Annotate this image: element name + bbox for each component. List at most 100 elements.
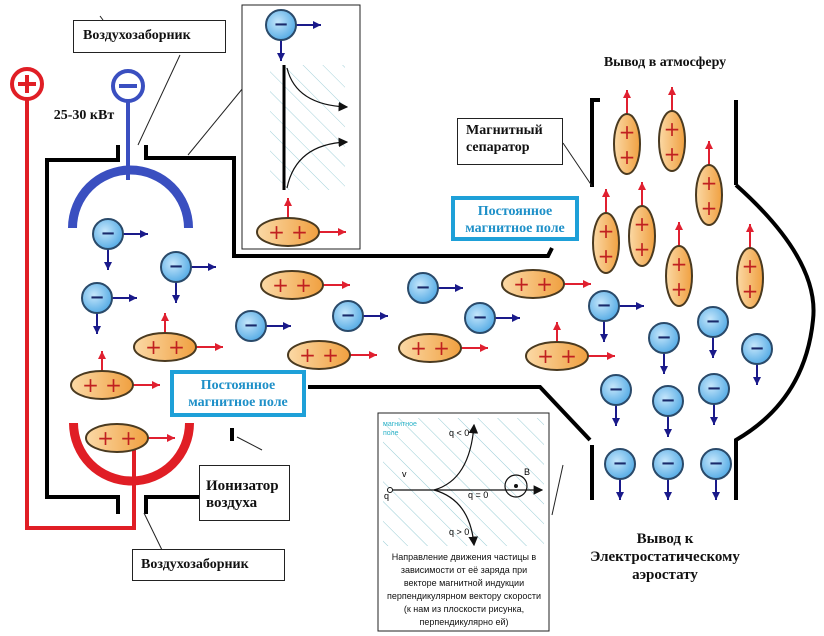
negative-terminal xyxy=(111,69,145,103)
power-label: 25-30 кВт xyxy=(53,108,115,123)
negative-ion: − xyxy=(160,251,216,303)
negative-ion: − xyxy=(652,385,684,437)
positive-wire xyxy=(25,97,136,530)
particles-layer: −−−+ ++ ++ +−+ +−+ +−+ +−+ +−+ ++ ++++++… xyxy=(70,9,773,500)
caption-line4: перпендикулярном вектору скорости xyxy=(386,591,541,601)
negative-sign: − xyxy=(89,287,104,308)
negative-sign: − xyxy=(660,453,675,474)
outlet-atmosphere-label: Вывод в атмосферу xyxy=(603,55,727,70)
inset-q-zero-label: q = 0 xyxy=(468,490,489,500)
negative-sign: − xyxy=(706,378,721,399)
negative-ion: − xyxy=(265,9,321,61)
magnetic-separator-label: Магнитный сепаратор xyxy=(457,118,563,165)
positive-sign: + xyxy=(742,279,759,303)
negative-ion: − xyxy=(652,448,684,500)
inset-left xyxy=(241,4,361,250)
negative-ion: − xyxy=(604,448,636,500)
positive-sign: + + xyxy=(272,273,312,297)
air-intake-top-label: Воздухозаборник xyxy=(73,20,226,53)
negative-ion: − xyxy=(464,302,520,334)
negative-sign: − xyxy=(243,315,258,336)
negative-sign: − xyxy=(340,305,355,326)
caption-line2: зависимости от её заряда при xyxy=(400,565,528,575)
positive-sign: + + xyxy=(97,426,137,450)
positive-sign: + xyxy=(701,196,718,220)
ionizer-line1: Ионизатор xyxy=(206,478,279,494)
ionizer-label: Ионизатор воздуха xyxy=(199,465,290,521)
inset-q-label: q xyxy=(384,491,390,501)
negative-sign: − xyxy=(660,390,675,411)
negative-ion: − xyxy=(235,310,291,342)
negative-ion: − xyxy=(700,448,732,500)
magnetic-separator-line2: сепаратор xyxy=(466,140,530,155)
outlet-balloon-line3: аэростату xyxy=(632,567,698,583)
leader-lines xyxy=(99,15,593,551)
negative-sign: − xyxy=(608,379,623,400)
negative-ion: − xyxy=(741,333,773,385)
positive-sign: + xyxy=(598,244,615,268)
caption-line3: векторе магнитной индукции xyxy=(403,578,525,588)
magnetic-field-top-label: Постоянное магнитное поле xyxy=(451,196,579,241)
inset-right xyxy=(377,412,550,632)
chamber-walls xyxy=(45,98,816,514)
negative-sign: − xyxy=(705,311,720,332)
negative-sign: − xyxy=(472,307,487,328)
positive-sign: + xyxy=(671,252,688,276)
positive-sign: + + xyxy=(268,220,308,244)
inset-v-label: v xyxy=(402,469,407,479)
caption-line6: перпендикулярно ей) xyxy=(419,617,509,627)
inset-corner-line1: магнитное xyxy=(383,421,417,428)
inset-field-corner-text: магнитное поле xyxy=(383,420,417,438)
positive-sign: + + xyxy=(513,272,553,296)
negative-ion: − xyxy=(81,282,137,334)
positive-sign: + xyxy=(742,254,759,278)
positive-sign: + + xyxy=(410,336,450,360)
negative-ion: − xyxy=(588,290,644,342)
positive-ion-vertical: ++ xyxy=(665,222,693,307)
positive-ion: + + xyxy=(501,269,591,299)
positive-sign: + xyxy=(664,142,681,166)
positive-ion: + + xyxy=(85,423,175,453)
magnetic-field-top-line2: магнитное поле xyxy=(465,221,565,236)
positive-sign: + xyxy=(598,219,615,243)
negative-sign: − xyxy=(708,453,723,474)
positive-ion: + + xyxy=(133,313,223,362)
positive-terminal xyxy=(10,67,44,101)
negative-ion: − xyxy=(698,373,730,425)
inset-q-pos-label: q > 0 xyxy=(449,527,470,537)
positive-sign: + + xyxy=(537,344,577,368)
magnetic-field-bottom-label: Постоянное магнитное поле xyxy=(170,370,306,417)
positive-ion: + + xyxy=(260,270,350,300)
negative-sign: − xyxy=(596,295,611,316)
inset-corner-line2: поле xyxy=(383,430,399,437)
positive-ion-vertical: ++ xyxy=(613,90,641,175)
inset-q-neg-label: q < 0 xyxy=(449,428,470,438)
positive-sign: + + xyxy=(299,343,339,367)
magnetic-field-top-line1: Постоянное xyxy=(477,204,553,219)
outlet-balloon-line2: Электростатическому xyxy=(590,549,740,565)
negative-sign: − xyxy=(168,256,183,277)
positive-sign: + + xyxy=(82,373,122,397)
positive-sign: + xyxy=(671,277,688,301)
positive-ion-vertical: ++ xyxy=(736,224,764,309)
negative-ion: − xyxy=(332,300,388,332)
positive-ion: + + xyxy=(398,333,488,363)
cathode-electrode xyxy=(68,165,193,228)
negative-sign: − xyxy=(100,223,115,244)
caption-line5: (к нам из плоскости рисунка, xyxy=(403,604,525,614)
positive-sign: + + xyxy=(145,335,185,359)
positive-sign: + xyxy=(634,212,651,236)
positive-sign: + xyxy=(619,145,636,169)
magnetic-field-bottom-line2: магнитное поле xyxy=(188,395,288,410)
negative-ion: − xyxy=(697,306,729,358)
negative-ion: − xyxy=(92,218,148,270)
ionizer-line2: воздуха xyxy=(206,495,258,511)
positive-ion: + + xyxy=(70,351,160,400)
negative-ion: − xyxy=(648,322,680,374)
outlet-balloon-line1: Вывод к xyxy=(636,531,694,547)
positive-sign: + xyxy=(701,171,718,195)
positive-sign: + xyxy=(619,120,636,144)
negative-sign: − xyxy=(612,453,627,474)
negative-sign: − xyxy=(656,327,671,348)
